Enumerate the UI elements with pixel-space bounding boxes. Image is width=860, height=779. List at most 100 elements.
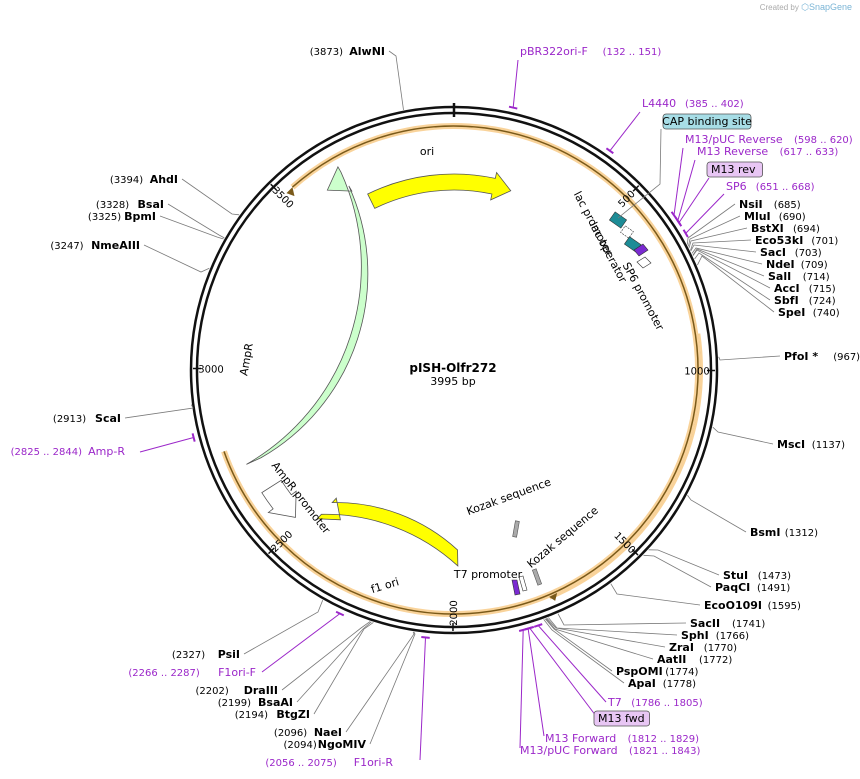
site-pos-18: (714): [803, 272, 830, 283]
cap-binding-site-label: CAP binding site: [662, 115, 752, 128]
site-leader-26: [643, 554, 712, 588]
primer-mark-4: [675, 218, 683, 227]
primer-leader-7: [261, 613, 341, 673]
ori-label: ori: [420, 145, 434, 158]
site-pos-14: (694): [793, 224, 820, 235]
primer-range-5: (651 .. 668): [756, 182, 815, 193]
site-name-26: PaqCI: [715, 581, 750, 594]
t7-primer-marker: [511, 579, 521, 596]
lac-promoter-box: [608, 211, 628, 229]
site-pos-16: (703): [795, 248, 822, 259]
site-name-12: NsiI: [739, 198, 763, 211]
f1-ori-label: f1 ori: [369, 575, 400, 596]
primer-name-11: M13 Forward: [545, 732, 616, 745]
site-pos-23: (1137): [812, 440, 845, 451]
site-leader-20: [694, 252, 771, 301]
primer-range-7: (2266 .. 2287): [128, 668, 200, 679]
site-pos-20: (724): [809, 296, 836, 307]
site-leader-2: [167, 203, 225, 239]
ampr-outer-arc-head: [286, 187, 295, 197]
site-pos-29: (1766): [716, 631, 749, 642]
site-name-15: Eco53kI: [755, 234, 803, 247]
primer-range-9: (1786 .. 1805): [631, 698, 703, 709]
site-leader-10: [345, 631, 415, 733]
site-name-27: EcoO109I: [704, 599, 762, 612]
site-leader-21: [697, 255, 775, 313]
ampr-outer-arc: [223, 125, 699, 615]
site-name-6: PsiI: [218, 648, 240, 661]
site-name-1: AhdI: [150, 173, 178, 186]
snapgene-logo: ⬡SnapGene: [801, 2, 852, 12]
site-pos-12: (685): [774, 200, 801, 211]
site-leader-6: [243, 600, 324, 655]
site-leader-27: [610, 583, 701, 606]
site-leader-23: [712, 426, 774, 445]
brand-text: SnapGene: [808, 2, 852, 12]
site-leader-8: [296, 621, 372, 703]
primer-range-2: (598 .. 620): [794, 135, 853, 146]
ampr-promoter-arrow: [261, 479, 297, 518]
primer-range-6: (2825 .. 2844): [11, 447, 83, 458]
site-name-29: SphI: [681, 629, 709, 642]
primer-leader-10: [529, 627, 597, 717]
sp6-primer-marker: [633, 243, 649, 257]
kozak-label-2: Kozak sequence: [525, 504, 602, 571]
ampr-label: AmpR: [237, 342, 256, 377]
site-pos-25: (1473): [758, 571, 791, 582]
site-pos-30: (1770): [704, 643, 737, 654]
site-name-18: SalI: [768, 270, 791, 283]
site-name-31: AatII: [657, 653, 686, 666]
site-leader-14: [688, 227, 748, 248]
site-pos-22: (967): [833, 352, 860, 363]
site-name-7: DraIII: [244, 684, 278, 697]
site-name-16: SacI: [760, 246, 786, 259]
site-leader-13: [688, 215, 741, 247]
primer-range-11: (1812 .. 1829): [628, 734, 700, 745]
cap-binding-site-box: [662, 113, 752, 130]
primer-name-5: SP6: [726, 180, 747, 193]
site-name-8: BsaAI: [258, 696, 293, 709]
site-pos-19: (715): [809, 284, 836, 295]
site-name-20: SbfI: [774, 294, 799, 307]
primer-name-3: M13 Reverse: [697, 145, 768, 158]
site-leader-30: [546, 617, 666, 648]
site-name-17: NdeI: [766, 258, 795, 271]
tick-label-3000: 3000: [198, 365, 224, 376]
site-name-0: AlwNI: [349, 45, 385, 58]
site-leader-25: [648, 549, 720, 576]
site-pos-31: (1772): [699, 655, 732, 666]
created-by-text: Created by: [759, 3, 799, 12]
site-leader-11: [369, 631, 416, 745]
primer-name-9: T7: [607, 696, 622, 709]
site-pos-26: (1491): [757, 583, 790, 594]
site-leader-7: [281, 621, 371, 691]
primer-name-12: M13/pUC Forward: [520, 744, 618, 757]
plasmid-length: 3995 bp: [430, 375, 475, 388]
primer-mark-7: [335, 610, 345, 617]
site-pos-15: (701): [811, 236, 838, 247]
site-leader-9: [313, 622, 374, 715]
primer-range-3: (617 .. 633): [780, 147, 839, 158]
primer-leader-5: [685, 193, 725, 234]
site-name-22: PfoI *: [784, 350, 818, 363]
site-leader-18: [692, 248, 765, 277]
site-leader-17: [691, 247, 763, 265]
cap-leader: [617, 128, 662, 219]
primer-leader-1: [609, 111, 641, 152]
primer-range-12: (1821 .. 1843): [629, 746, 701, 757]
primer-name-4: M13 rev: [711, 163, 756, 176]
site-name-25: StuI: [723, 569, 748, 582]
site-name-2: BsaI: [138, 198, 164, 211]
site-leader-5: [124, 404, 194, 419]
primer-box-4: [706, 161, 763, 178]
site-pos-13: (690): [779, 212, 806, 223]
site-pos-27: (1595): [768, 601, 801, 612]
primer-name-7: F1ori-F: [218, 666, 256, 679]
site-name-23: MscI: [777, 438, 805, 451]
site-pos-1: (3394): [110, 175, 143, 186]
sp6-promoter-box: [636, 256, 652, 269]
kozak-label-1: Kozak sequence: [465, 475, 553, 518]
site-leader-28: [557, 613, 687, 626]
